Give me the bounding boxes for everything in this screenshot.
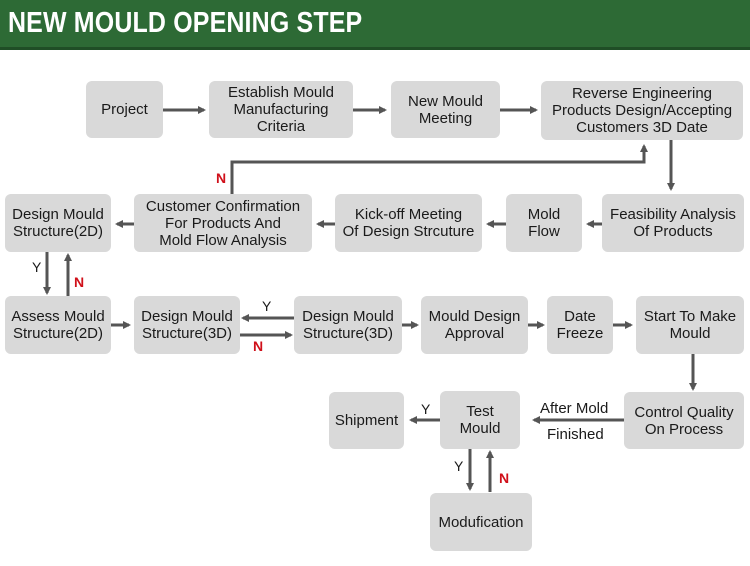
node-mould-design-approval: Mould Design Approval: [421, 296, 528, 354]
label-no-design3d: N: [253, 338, 264, 354]
page-title: NEW MOULD OPENING STEP: [8, 7, 363, 39]
arrow-confirm-reverse-no: [230, 144, 648, 194]
node-control-quality: Control Quality On Process: [624, 392, 744, 449]
node-customer-confirmation: Customer Confirmation For Products And M…: [134, 194, 312, 252]
node-mold-flow: Mold Flow: [506, 194, 582, 252]
label-yes-modification: Y: [454, 458, 464, 474]
node-feasibility-analysis: Feasibility Analysis Of Products: [602, 194, 744, 252]
label-yes-shipment: Y: [421, 401, 431, 417]
node-design-2d: Design Mould Structure(2D): [5, 194, 111, 252]
label-no-confirm-loop: N: [216, 170, 227, 186]
header-banner: NEW MOULD OPENING STEP: [0, 0, 750, 50]
node-start-make-mould: Start To Make Mould: [636, 296, 744, 354]
node-kickoff-meeting: Kick-off Meeting Of Design Strcuture: [335, 194, 482, 252]
node-design-3d-right: Design Mould Structure(3D): [294, 296, 402, 354]
node-new-mould-meeting: New Mould Meeting: [391, 81, 500, 138]
node-design-3d-left: Design Mould Structure(3D): [134, 296, 240, 354]
node-date-freeze: Date Freeze: [547, 296, 613, 354]
node-establish-criteria: Establish Mould Manufacturing Criteria: [209, 81, 353, 138]
node-assess-2d: Assess Mould Structure(2D): [5, 296, 111, 354]
node-modification: Modufication: [430, 493, 532, 551]
label-no-assess2d: N: [74, 274, 85, 290]
label-finished: Finished: [547, 426, 604, 443]
node-reverse-engineering: Reverse Engineering Products Design/Acce…: [541, 81, 743, 140]
label-no-modification: N: [499, 470, 510, 486]
label-yes-design2d: Y: [32, 259, 42, 275]
node-project: Project: [86, 81, 163, 138]
node-test-mould: Test Mould: [440, 391, 520, 449]
label-yes-design3d: Y: [262, 298, 272, 314]
label-after-mold: After Mold: [540, 400, 609, 417]
node-shipment: Shipment: [329, 392, 404, 449]
